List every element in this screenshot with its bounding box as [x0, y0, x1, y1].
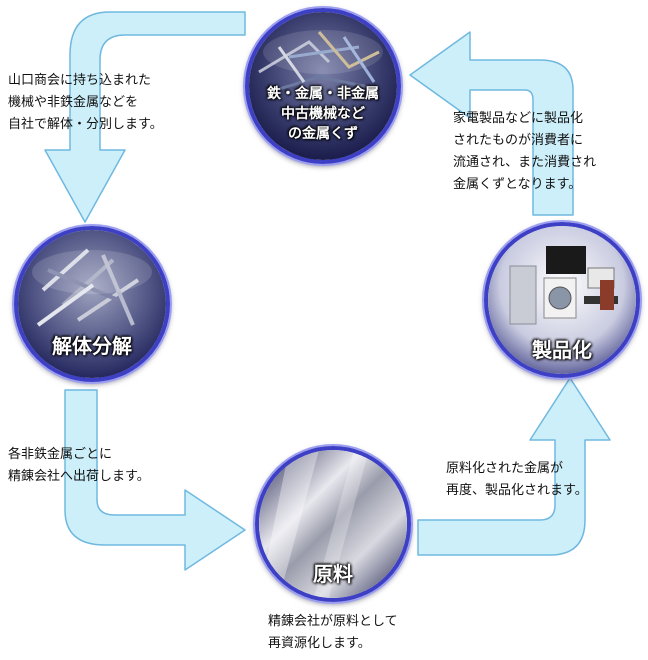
home-appliances-image [488, 226, 636, 374]
node-scrap: 鉄・金属・非金属 中古機械など の金属くず [245, 8, 401, 164]
dismantled-metal-image [18, 230, 166, 378]
desc-consume: 家電製品などに製品化 されたものが消費者に 流通され、また消費され 金属くずとな… [453, 108, 596, 196]
desc-line: 精錬会社が原料として [268, 614, 398, 629]
arrow-product-to-scrap [409, 31, 574, 216]
desc-line: 精錬会社へ出荷します。 [8, 469, 150, 484]
desc-line: 金属くずとなります。 [453, 177, 582, 192]
desc-line: 流通され、また消費され [453, 155, 597, 170]
scrap-label: 鉄・金属・非金属 中古機械など の金属くず [249, 84, 397, 144]
desc-manufacture: 原料化された金属が 再度、製品化されます。 [446, 458, 588, 502]
node-dismantle: 解体分解 [14, 226, 170, 382]
desc-dismantle: 山口商会に持ち込まれた 機械や非鉄金属などを 自社で解体・分別します。 [8, 70, 163, 136]
desc-ship: 各非鉄金属ごとに 精錬会社へ出荷します。 [8, 444, 150, 488]
arrow-dismantle-to-material [64, 389, 246, 571]
desc-line: 山口商会に持ち込まれた [8, 73, 152, 88]
product-label: 製品化 [532, 338, 592, 362]
material-label: 原料 [313, 562, 353, 586]
node-material: 原料 [255, 446, 411, 602]
desc-line: 再度、製品化されます。 [446, 483, 588, 498]
scrap-label-line: の金属くず [288, 126, 358, 142]
desc-line: 家電製品などに製品化 [453, 111, 584, 126]
desc-line: されたものが消費者に [453, 133, 584, 148]
arrow-material-to-product [417, 377, 611, 556]
dismantle-label: 解体分解 [52, 334, 132, 358]
desc-line: 再資源化します。 [268, 636, 371, 651]
node-product: 製品化 [484, 222, 640, 378]
desc-refine: 精錬会社が原料として 再資源化します。 [268, 611, 398, 655]
scrap-label-line: 鉄・金属・非金属 [267, 86, 379, 102]
desc-line: 自社で解体・分別します。 [8, 117, 163, 132]
scrap-pile-image [249, 12, 397, 160]
desc-line: 各非鉄金属ごとに [8, 447, 113, 462]
scrap-label-line: 中古機械など [281, 106, 365, 122]
arrow-scrap-to-dismantle [44, 11, 246, 223]
desc-line: 機械や非鉄金属などを [8, 95, 139, 110]
desc-line: 原料化された金属が [446, 461, 564, 476]
metal-sheet-image [259, 450, 407, 598]
